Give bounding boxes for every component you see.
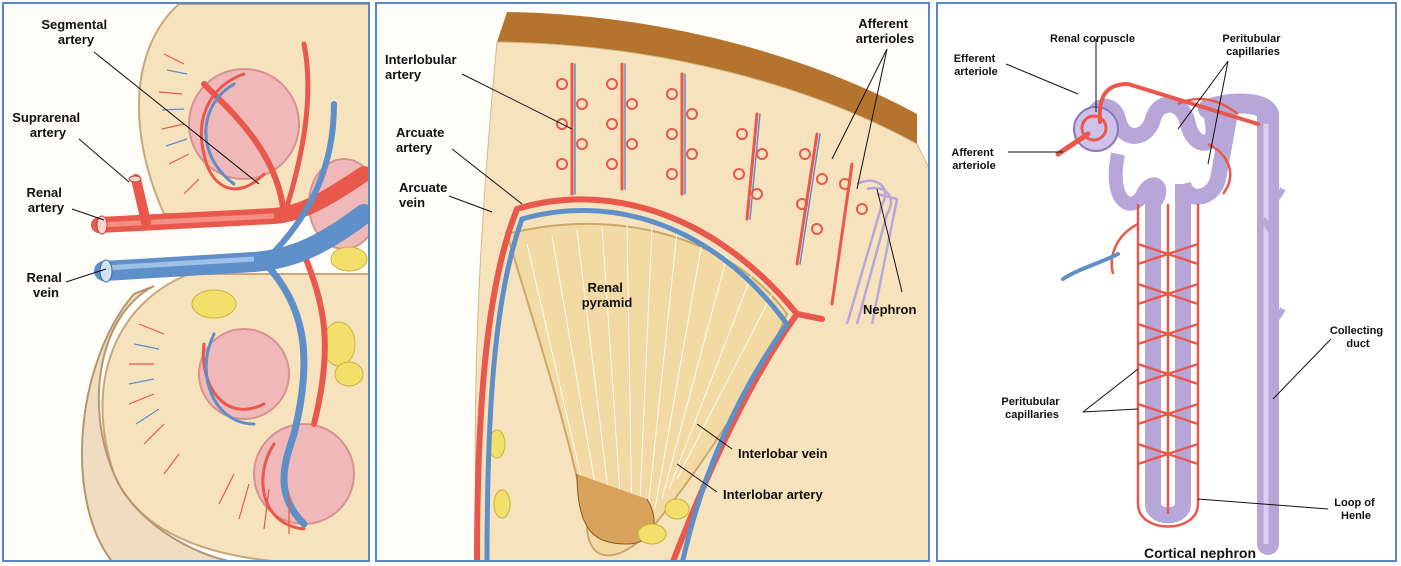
label-suprarenal-artery: Suprarenal artery <box>12 110 84 140</box>
label-collecting-duct: Collecting duct <box>1330 325 1386 350</box>
label-afferent-arterioles: Afferent arterioles <box>856 16 915 46</box>
title-cortical-nephron: Cortical nephron <box>1144 545 1256 561</box>
suprarenal-artery-opening <box>129 176 141 182</box>
cortex-panel: Interlobular artery Arcuate artery Arcua… <box>375 2 930 562</box>
label-nephron: Nephron <box>863 302 917 317</box>
label-renal-pyramid: Renal pyramid <box>582 280 633 310</box>
label-efferent-arteriole: Efferent arteriole <box>954 53 999 78</box>
capillary-venule <box>1063 254 1118 279</box>
label-peritubular-capillaries-mid: Peritubular capillaries <box>1001 396 1062 421</box>
label-renal-artery: Renal artery <box>26 185 65 215</box>
label-loop-of-henle: Loop of Henle <box>1334 497 1377 522</box>
renal-vein-opening <box>100 260 112 282</box>
renal-artery-opening <box>97 216 107 234</box>
label-peritubular-capillaries-top: Peritubular capillaries <box>1222 33 1283 58</box>
label-segmental-artery: Segmental artery <box>41 17 110 47</box>
label-arcuate-artery: Arcuate artery <box>396 125 448 155</box>
kidney-illustration: Segmental artery Suprarenal artery Renal… <box>4 4 370 562</box>
label-interlobar-artery: Interlobar artery <box>723 487 823 502</box>
label-afferent-arteriole: Afferent arteriole <box>951 147 996 172</box>
label-renal-vein: Renal vein <box>26 270 65 300</box>
label-renal-corpuscle: Renal corpuscle <box>1050 33 1135 45</box>
label-arcuate-vein: Arcuate vein <box>399 180 451 210</box>
distal-convoluted-tubule <box>1116 154 1160 204</box>
kidney-panel: Segmental artery Suprarenal artery Renal… <box>2 2 370 562</box>
label-interlobular-artery: Interlobular artery <box>385 52 460 82</box>
renal-pyramid-middle <box>199 329 289 419</box>
cortex-illustration: Interlobular artery Arcuate artery Arcua… <box>377 4 930 562</box>
label-interlobar-vein: Interlobar vein <box>738 446 828 461</box>
nephron-panel: Efferent arteriole Renal corpuscle Perit… <box>936 2 1397 562</box>
nephron-illustration: Efferent arteriole Renal corpuscle Perit… <box>938 4 1397 562</box>
